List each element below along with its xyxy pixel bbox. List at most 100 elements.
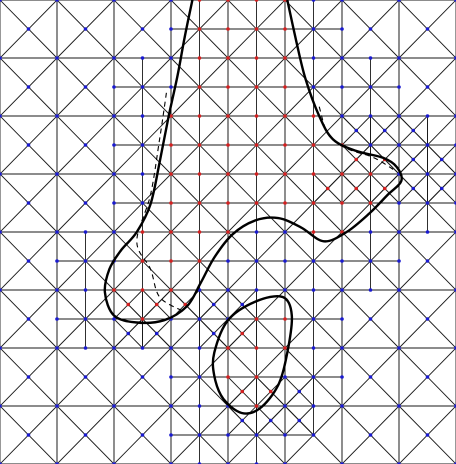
- outside-node-221: [169, 375, 173, 379]
- inside-node-159: [197, 114, 202, 118]
- inside-node-66: [197, 143, 202, 147]
- curve-layer: [103, 0, 403, 415]
- outside-node-14: [0, 288, 2, 292]
- outside-node-218: [311, 346, 316, 350]
- outside-node-32: [83, 143, 88, 147]
- outside-node-122: [397, 346, 401, 350]
- inside-node-173: [254, 172, 259, 176]
- inside-node-174: [283, 143, 287, 147]
- outside-node-130: [425, 27, 430, 31]
- inside-node-240: [354, 186, 359, 191]
- outside-node-74: [197, 375, 202, 379]
- inside-node-245: [154, 302, 159, 307]
- inside-node-50: [169, 230, 173, 234]
- inside-node-150: [254, 56, 259, 60]
- inside-node-253: [240, 389, 245, 394]
- outside-node-202: [226, 259, 230, 263]
- outside-node-6: [55, 114, 59, 118]
- inside-node-145: [197, 0, 202, 2]
- outside-node-167: [397, 85, 401, 89]
- inside-node-79: [254, 27, 259, 31]
- inside-node-162: [283, 85, 287, 89]
- outside-node-121: [368, 259, 373, 263]
- inside-node-199: [140, 288, 145, 292]
- outside-node-219: [340, 317, 344, 321]
- outside-node-124: [397, 404, 401, 408]
- outside-node-38: [83, 317, 88, 321]
- outside-node-117: [368, 143, 373, 147]
- outside-node-157: [112, 85, 116, 89]
- outside-node-211: [112, 317, 116, 321]
- inside-node-85: [254, 201, 259, 205]
- outside-node-190: [254, 230, 259, 234]
- outside-node-243: [439, 186, 444, 191]
- outside-node-26: [112, 0, 116, 2]
- inside-node-100: [311, 143, 316, 147]
- outside-node-144: [425, 433, 430, 437]
- outside-node-242: [411, 186, 416, 191]
- outside-node-140: [425, 317, 430, 321]
- outside-node-90: [283, 404, 287, 408]
- outside-node-29: [112, 114, 116, 118]
- inside-node-149: [254, 0, 259, 2]
- inside-node-189: [226, 201, 230, 205]
- outside-node-113: [368, 27, 373, 31]
- outside-node-179: [425, 114, 430, 118]
- inside-node-222: [226, 375, 230, 379]
- outside-node-248: [154, 331, 159, 336]
- outside-node-51: [140, 201, 145, 205]
- outside-node-232: [354, 128, 359, 133]
- outside-node-156: [140, 114, 145, 118]
- outside-node-112: [397, 56, 401, 60]
- island-boundary-curve: [211, 294, 294, 415]
- inside-node-163: [311, 114, 316, 118]
- inside-node-191: [283, 201, 287, 205]
- inside-node-119: [368, 201, 373, 205]
- inside-node-200: [169, 259, 173, 263]
- outside-node-10: [26, 143, 31, 147]
- inside-node-175: [311, 172, 316, 176]
- outside-node-212: [140, 346, 145, 350]
- outside-node-15: [55, 288, 59, 292]
- outside-node-136: [425, 201, 430, 205]
- inside-node-217: [283, 317, 287, 321]
- outside-node-208: [397, 259, 401, 263]
- outside-node-18: [55, 346, 59, 350]
- outside-node-5: [0, 114, 2, 118]
- inside-node-187: [169, 201, 173, 205]
- inside-node-71: [226, 346, 230, 350]
- outside-node-233: [382, 128, 387, 133]
- outside-node-154: [340, 27, 344, 31]
- inside-node-48: [169, 172, 173, 176]
- outside-node-182: [425, 230, 430, 234]
- outside-node-249: [211, 302, 216, 307]
- outside-node-214: [197, 346, 202, 350]
- outside-node-205: [311, 288, 316, 292]
- outside-node-59: [140, 433, 145, 437]
- outside-node-186: [112, 201, 116, 205]
- outside-node-237: [411, 157, 416, 162]
- outside-node-132: [425, 85, 430, 89]
- outside-node-12: [55, 230, 59, 234]
- outside-node-34: [83, 201, 88, 205]
- inside-node-91: [254, 375, 259, 379]
- outside-node-108: [311, 375, 316, 379]
- outside-node-220: [197, 404, 202, 408]
- inside-node-216: [254, 346, 259, 350]
- outside-node-11: [0, 230, 2, 234]
- outside-node-118: [397, 230, 401, 234]
- outside-node-256: [240, 418, 245, 423]
- outside-node-49: [140, 143, 145, 147]
- outside-node-165: [368, 56, 373, 60]
- outside-node-168: [140, 172, 145, 176]
- outside-node-7: [26, 85, 31, 89]
- outside-node-224: [283, 375, 287, 379]
- outside-node-229: [226, 433, 230, 437]
- guide-dashed-right-curve: [318, 106, 397, 173]
- main-boundary-curve: [103, 0, 403, 325]
- outside-node-30: [83, 85, 88, 89]
- outside-node-2: [0, 56, 2, 60]
- outside-node-210: [55, 317, 59, 321]
- outside-node-27: [112, 56, 116, 60]
- outside-node-195: [83, 230, 88, 234]
